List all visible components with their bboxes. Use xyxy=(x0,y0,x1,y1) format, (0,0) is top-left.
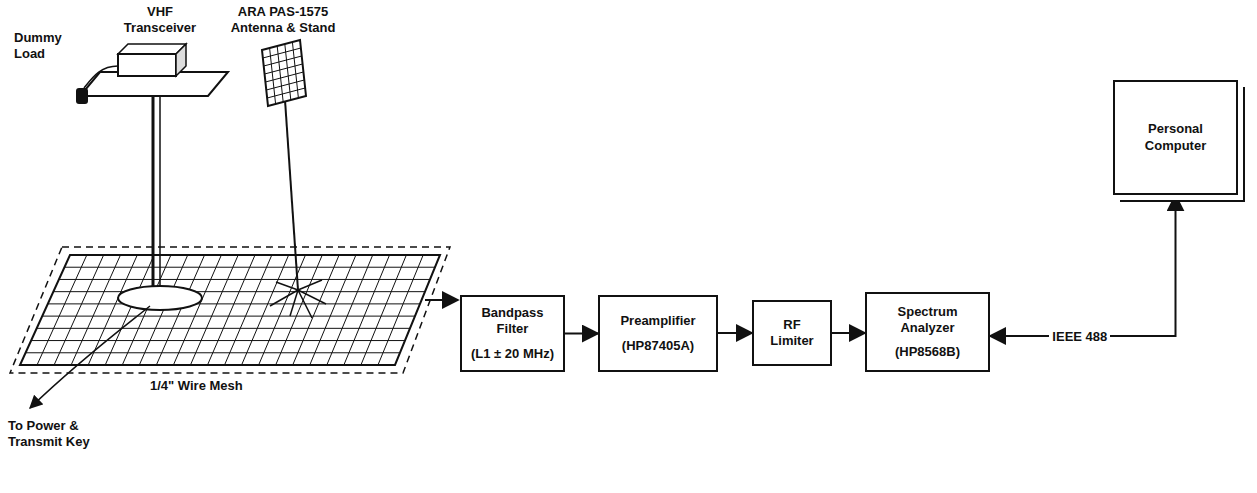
transceiver-label: VHF Transceiver xyxy=(112,4,208,35)
ground-plane-outline xyxy=(10,247,450,373)
load-label: Dummy Load xyxy=(14,30,76,61)
filter-box: Bandpass Filter (L1 ± 20 MHz) xyxy=(460,295,565,372)
mesh-grid xyxy=(26,255,435,365)
box-title: Personal Computer xyxy=(1121,121,1230,154)
power-cable xyxy=(30,306,150,408)
analyzer-box: Spectrum Analyzer (HP8568B) xyxy=(865,292,990,372)
stand-pole xyxy=(152,95,155,294)
dummy-load-wire xyxy=(84,66,118,88)
model-number: (HP8568B) xyxy=(895,344,960,360)
limiter-box: RF Limiter xyxy=(752,300,832,366)
amplifier-box: Preamplifier (HP87405A) xyxy=(598,295,718,372)
antenna-cable xyxy=(425,299,458,301)
transceiver-side xyxy=(176,44,186,76)
model-number: (HP87405A) xyxy=(622,338,694,354)
antenna-element xyxy=(262,40,306,106)
antenna-grid xyxy=(263,42,305,104)
signal-connector xyxy=(718,332,752,334)
box-title: RF Limiter xyxy=(760,317,824,350)
transceiver-body xyxy=(118,54,176,76)
antenna-stand xyxy=(285,100,298,290)
box-title: Bandpass Filter xyxy=(468,305,557,338)
mesh-label: 1/4" Wire Mesh xyxy=(150,378,280,394)
box-title: Preamplifier xyxy=(620,313,695,329)
wire-mesh xyxy=(20,255,440,365)
transceiver-top xyxy=(118,44,186,54)
antenna-radials xyxy=(270,280,326,318)
power-label: To Power & Transmit Key xyxy=(8,418,92,449)
dummy-load xyxy=(76,88,88,104)
signal-connector xyxy=(832,332,865,334)
stand-base xyxy=(118,286,202,310)
computer-box: Personal Computer xyxy=(1113,80,1238,195)
box-title: Spectrum Analyzer xyxy=(873,304,982,337)
signal-connector xyxy=(990,195,1176,336)
stand-pole xyxy=(159,95,161,294)
model-number: (L1 ± 20 MHz) xyxy=(471,346,554,362)
bus-label: IEEE 488 xyxy=(1049,329,1110,344)
antenna-label: ARA PAS-1575 Antenna & Stand xyxy=(220,4,346,35)
signal-connector xyxy=(565,333,598,335)
